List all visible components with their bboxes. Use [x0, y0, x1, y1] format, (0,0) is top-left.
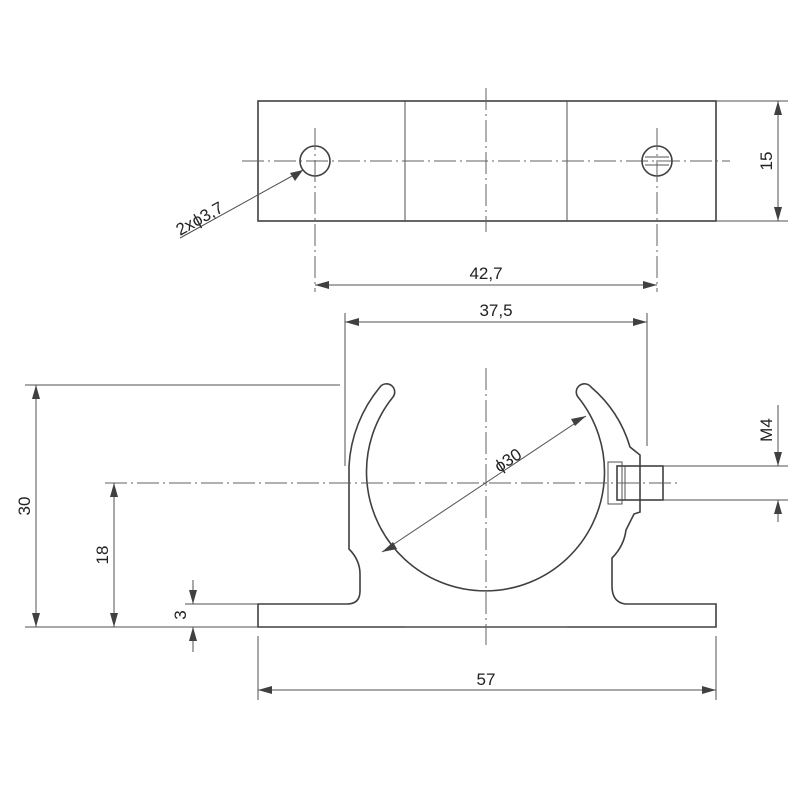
bore-diameter-label: ϕ30: [491, 445, 525, 476]
total-height-arrow-bottom: [32, 613, 40, 627]
height-label: 15: [757, 152, 776, 171]
thread-arrow-bottom: [774, 500, 782, 514]
slot-width-arrow-left: [345, 318, 359, 326]
slot-width-label: 37,5: [479, 301, 512, 320]
slot-width-arrow-right: [633, 318, 647, 326]
bore-diameter-line: [381, 415, 587, 553]
hole-callout-label: 2xϕ3,7: [173, 198, 227, 239]
thread-arrow-top: [774, 452, 782, 466]
hole-callout-arrowhead: [290, 170, 303, 181]
total-height-arrow-top: [32, 385, 40, 399]
total-width-arrow-left: [258, 686, 272, 694]
hole-callout-leader: [179, 169, 304, 239]
hole-spacing-arrow-right: [643, 281, 657, 289]
bore-diameter-arrow-upper: [571, 416, 586, 426]
axis-height-label: 18: [93, 546, 112, 565]
height-arrow-bottom: [774, 207, 782, 221]
total-width-label: 57: [477, 670, 496, 689]
total-height-label: 30: [15, 497, 34, 516]
axis-height-arrow-bottom: [110, 613, 118, 627]
thread-label: M4: [757, 418, 776, 442]
height-arrow-top: [774, 101, 782, 115]
base-thickness-label: 3: [171, 610, 190, 619]
top-view: 2xϕ3,7 42,7 15: [173, 88, 788, 292]
bore-diameter-arrow-lower: [382, 542, 397, 552]
front-view: ϕ30 37,5 M4 30 18 3: [15, 301, 788, 700]
axis-height-arrow-top: [110, 483, 118, 497]
base-thickness-arrow-bottom: [189, 627, 197, 641]
hole-spacing-arrow-left: [315, 281, 329, 289]
hole-spacing-label: 42,7: [469, 264, 502, 283]
total-width-arrow-right: [702, 686, 716, 694]
clamp-outline: [257, 383, 717, 628]
base-thickness-arrow-top: [189, 590, 197, 604]
